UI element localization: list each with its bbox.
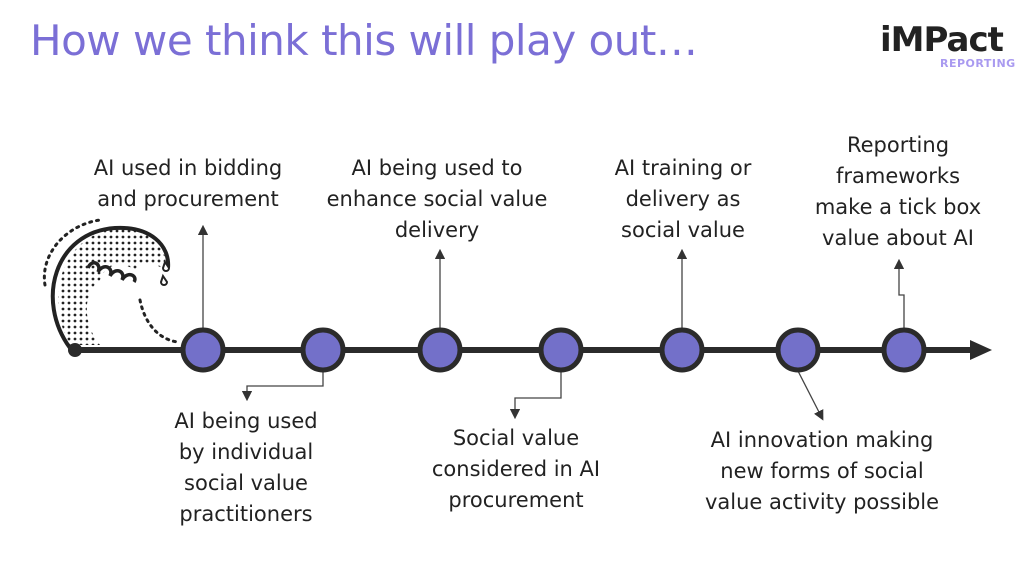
milestone-node-3	[417, 327, 463, 373]
label-line: considered in AI	[431, 457, 601, 481]
label-line: procurement	[448, 488, 584, 512]
label-line: AI innovation making	[710, 428, 934, 452]
milestone-label-1: AI used in bidding and procurement	[94, 153, 283, 215]
milestone-label-6: AI innovation making new forms of social…	[705, 425, 939, 518]
label-line: AI training or	[614, 156, 752, 180]
milestone-label-5: AI training or delivery as social value	[615, 153, 752, 246]
label-line: AI being used to	[351, 156, 523, 180]
milestone-node-1	[180, 327, 226, 373]
milestone-node-4	[538, 327, 584, 373]
page-title: How we think this will play out…	[30, 16, 698, 65]
label-line: frameworks	[835, 164, 961, 188]
label-line: enhance social value	[326, 187, 548, 211]
milestone-label-3: AI being used to enhance social value de…	[327, 153, 548, 246]
milestone-node-2	[300, 327, 346, 373]
logo-sub: REPORTING	[940, 57, 1016, 70]
logo-main: iMPact	[880, 20, 1004, 60]
impact-reporting-logo: iMPact REPORTING	[880, 20, 1015, 75]
label-line: value activity possible	[704, 490, 940, 514]
label-line: and procurement	[97, 187, 279, 211]
label-line: social value	[621, 218, 745, 242]
label-line: AI being used	[174, 409, 318, 433]
label-line: Reporting	[846, 133, 950, 157]
timeline-arrowhead	[970, 340, 992, 360]
milestone-label-2: AI being used by individual social value…	[174, 406, 317, 530]
label-line: new forms of social	[720, 459, 924, 483]
label-line: delivery	[394, 218, 480, 242]
label-line: make a tick box	[814, 195, 982, 219]
label-line: value about AI	[822, 226, 974, 250]
wave-icon	[42, 218, 180, 350]
label-line: AI used in bidding	[93, 156, 283, 180]
label-line: Social value	[452, 426, 580, 450]
label-line: practitioners	[179, 502, 313, 526]
milestone-label-4: Social value considered in AI procuremen…	[432, 423, 600, 516]
label-line: delivery as	[625, 187, 741, 211]
milestone-label-7: Reporting frameworks make a tick box val…	[815, 130, 981, 254]
milestone-node-7	[881, 327, 927, 373]
label-line: social value	[184, 471, 308, 495]
milestone-node-6	[775, 327, 821, 373]
milestone-node-5	[659, 327, 705, 373]
connectors	[197, 224, 905, 421]
label-line: by individual	[178, 440, 314, 464]
